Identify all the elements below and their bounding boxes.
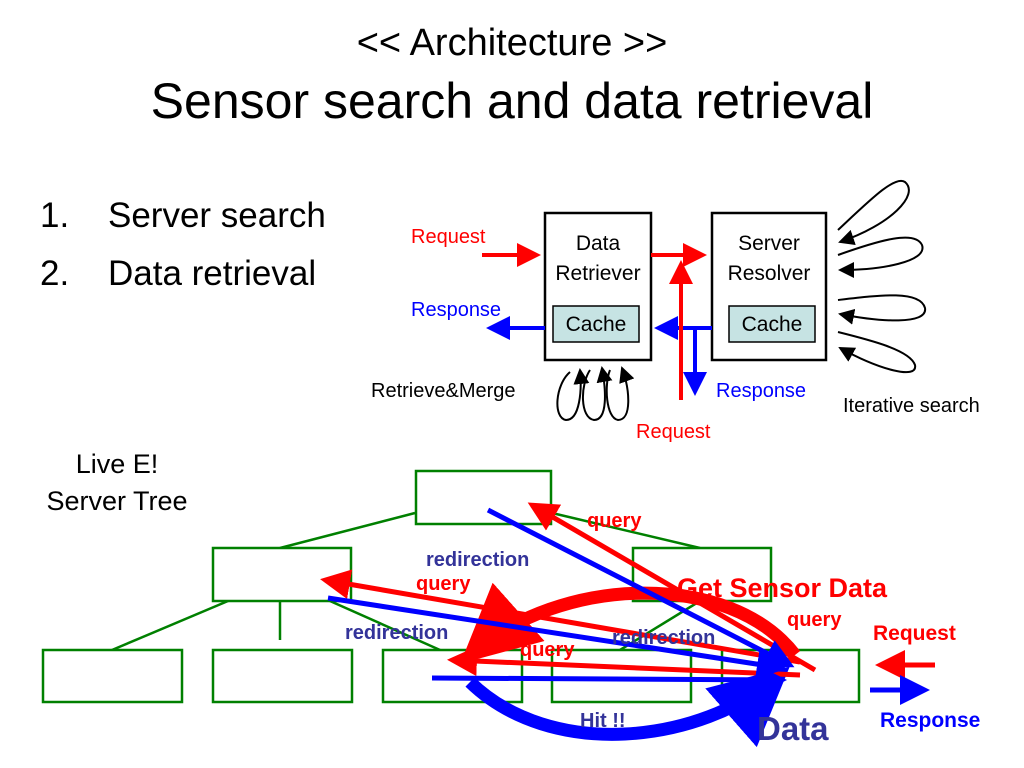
iterative-search-loops (837, 179, 927, 374)
data-retriever-cache-box (552, 305, 640, 343)
label-hit: Hit !! (580, 710, 626, 732)
label-redirection-1: redirection (426, 549, 529, 571)
data-retriever-line1: Data (576, 232, 621, 255)
redirection-arrows (327, 507, 795, 695)
label-redirection-3: redirection (612, 627, 715, 649)
response-bottom-label: Response (716, 380, 806, 402)
title-line-1: << Architecture >> (356, 22, 668, 64)
tree-node-leaf-2 (211, 648, 354, 704)
label-query-2: query (416, 573, 471, 595)
tree-node-left (211, 546, 353, 603)
retrieve-merge-loops (556, 366, 635, 422)
step-item-2: 2. Data retrieval (40, 254, 316, 294)
tree-label-line1: Live E! (76, 449, 159, 479)
response-out-label: Response (411, 299, 501, 321)
title-line-2: Sensor search and data retrieval (150, 73, 874, 129)
step-label: Data retrieval (108, 254, 317, 293)
server-resolver-line1: Server (738, 232, 800, 255)
tree-node-leaf-4 (550, 648, 693, 704)
iterative-search-label: Iterative search (843, 395, 980, 417)
data-retriever-box: Data Retriever Cache (543, 211, 653, 362)
step-item-1: 1. Server search (40, 196, 326, 236)
data-retriever-line2: Retriever (555, 262, 640, 285)
step-number: 1. (40, 196, 70, 235)
server-resolver-line2: Resolver (728, 262, 811, 285)
server-resolver-cache-box (728, 305, 816, 343)
step-number: 2. (40, 254, 70, 293)
retrieve-merge-label: Retrieve&Merge (371, 380, 516, 402)
data-retriever-cache-label: Cache (566, 313, 627, 336)
label-redirection-2: redirection (345, 622, 448, 644)
request-in-label: Request (411, 226, 486, 248)
tree-label-line2: Server Tree (46, 486, 187, 516)
label-query-mid: query (520, 639, 575, 661)
tree-node-root (414, 469, 553, 526)
tree-node-leaf-1 (41, 648, 184, 704)
label-response: Response (880, 709, 980, 732)
label-query-right: query (787, 609, 842, 631)
server-resolver-cache-label: Cache (742, 313, 803, 336)
label-request: Request (873, 622, 956, 645)
request-bottom-label: Request (636, 421, 711, 443)
step-label: Server search (108, 196, 326, 235)
hit-data-arrow (465, 666, 790, 748)
label-data: Data (757, 710, 829, 747)
label-query-top: query (587, 510, 642, 532)
server-resolver-box: Server Resolver Cache (710, 211, 828, 362)
label-get-sensor-data: Get Sensor Data (677, 573, 888, 603)
